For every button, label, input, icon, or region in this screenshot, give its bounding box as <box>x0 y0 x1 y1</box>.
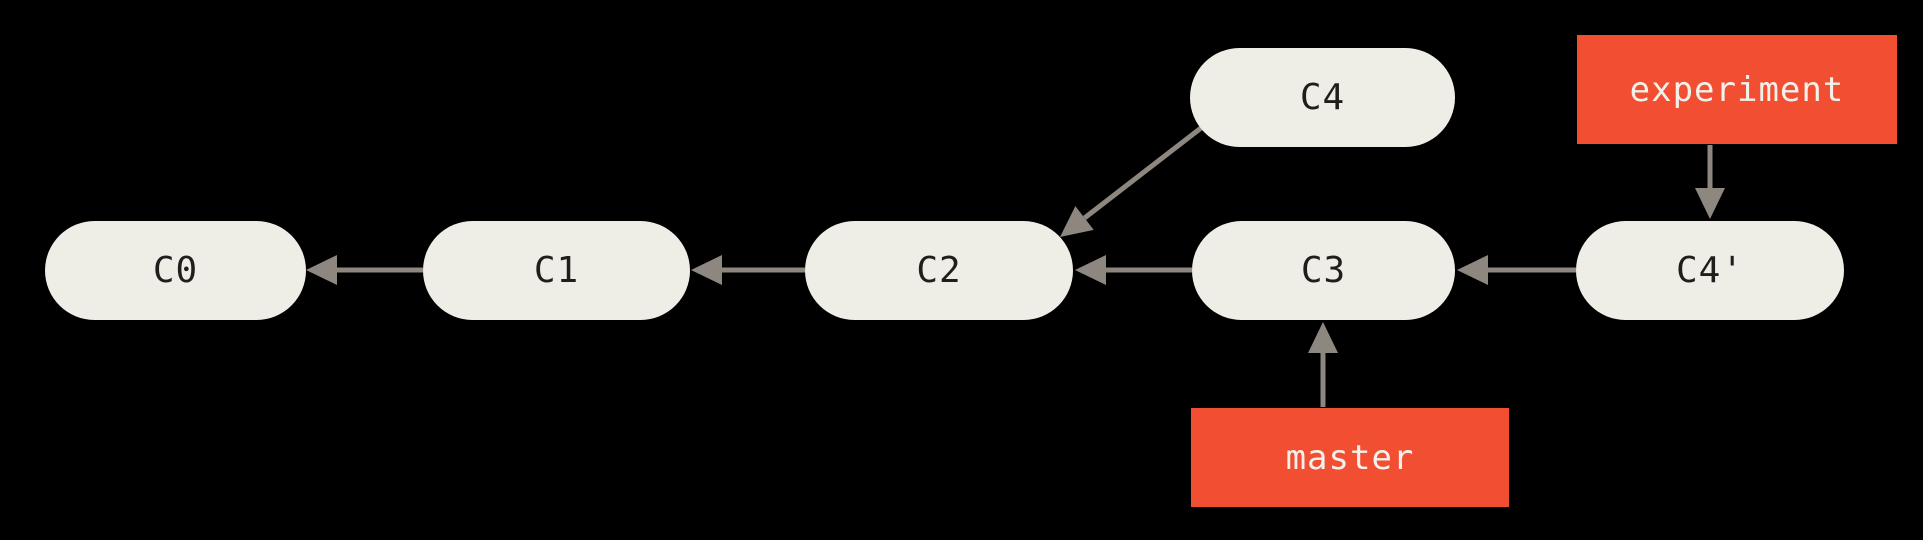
arrow-head-experiment-to-c4-prime <box>1695 188 1725 219</box>
arrow-head-c4-prime-to-c3 <box>1457 255 1488 285</box>
arrow-head-c3-to-c2 <box>1075 255 1106 285</box>
commit-node-c0: C0 <box>45 221 306 320</box>
commit-node-c2: C2 <box>805 221 1073 320</box>
commit-label: C2 <box>916 250 962 291</box>
commit-label: C0 <box>152 250 199 291</box>
branch-label-master: master <box>1191 408 1509 507</box>
branch-label-experiment: experiment <box>1577 35 1897 144</box>
arrow-head-master-to-c3 <box>1308 322 1338 353</box>
commit-node-c4-prime: C4' <box>1576 221 1844 320</box>
commit-label: C4' <box>1675 250 1745 291</box>
commit-node-c4: C4 <box>1190 48 1455 147</box>
arrow-line-c4-to-c2 <box>1082 126 1203 221</box>
commit-label: C4 <box>1299 77 1346 118</box>
branch-name: experiment <box>1629 69 1845 110</box>
arrow-head-c2-to-c1 <box>691 255 722 285</box>
branch-name: master <box>1285 437 1415 478</box>
commit-label: C3 <box>1300 250 1347 291</box>
arrow-head-c1-to-c0 <box>306 255 337 285</box>
commit-node-c1: C1 <box>423 221 690 320</box>
arrow-head-c4-to-c2 <box>1060 206 1094 237</box>
commit-label: C1 <box>533 250 580 291</box>
commit-node-c3: C3 <box>1192 221 1455 320</box>
